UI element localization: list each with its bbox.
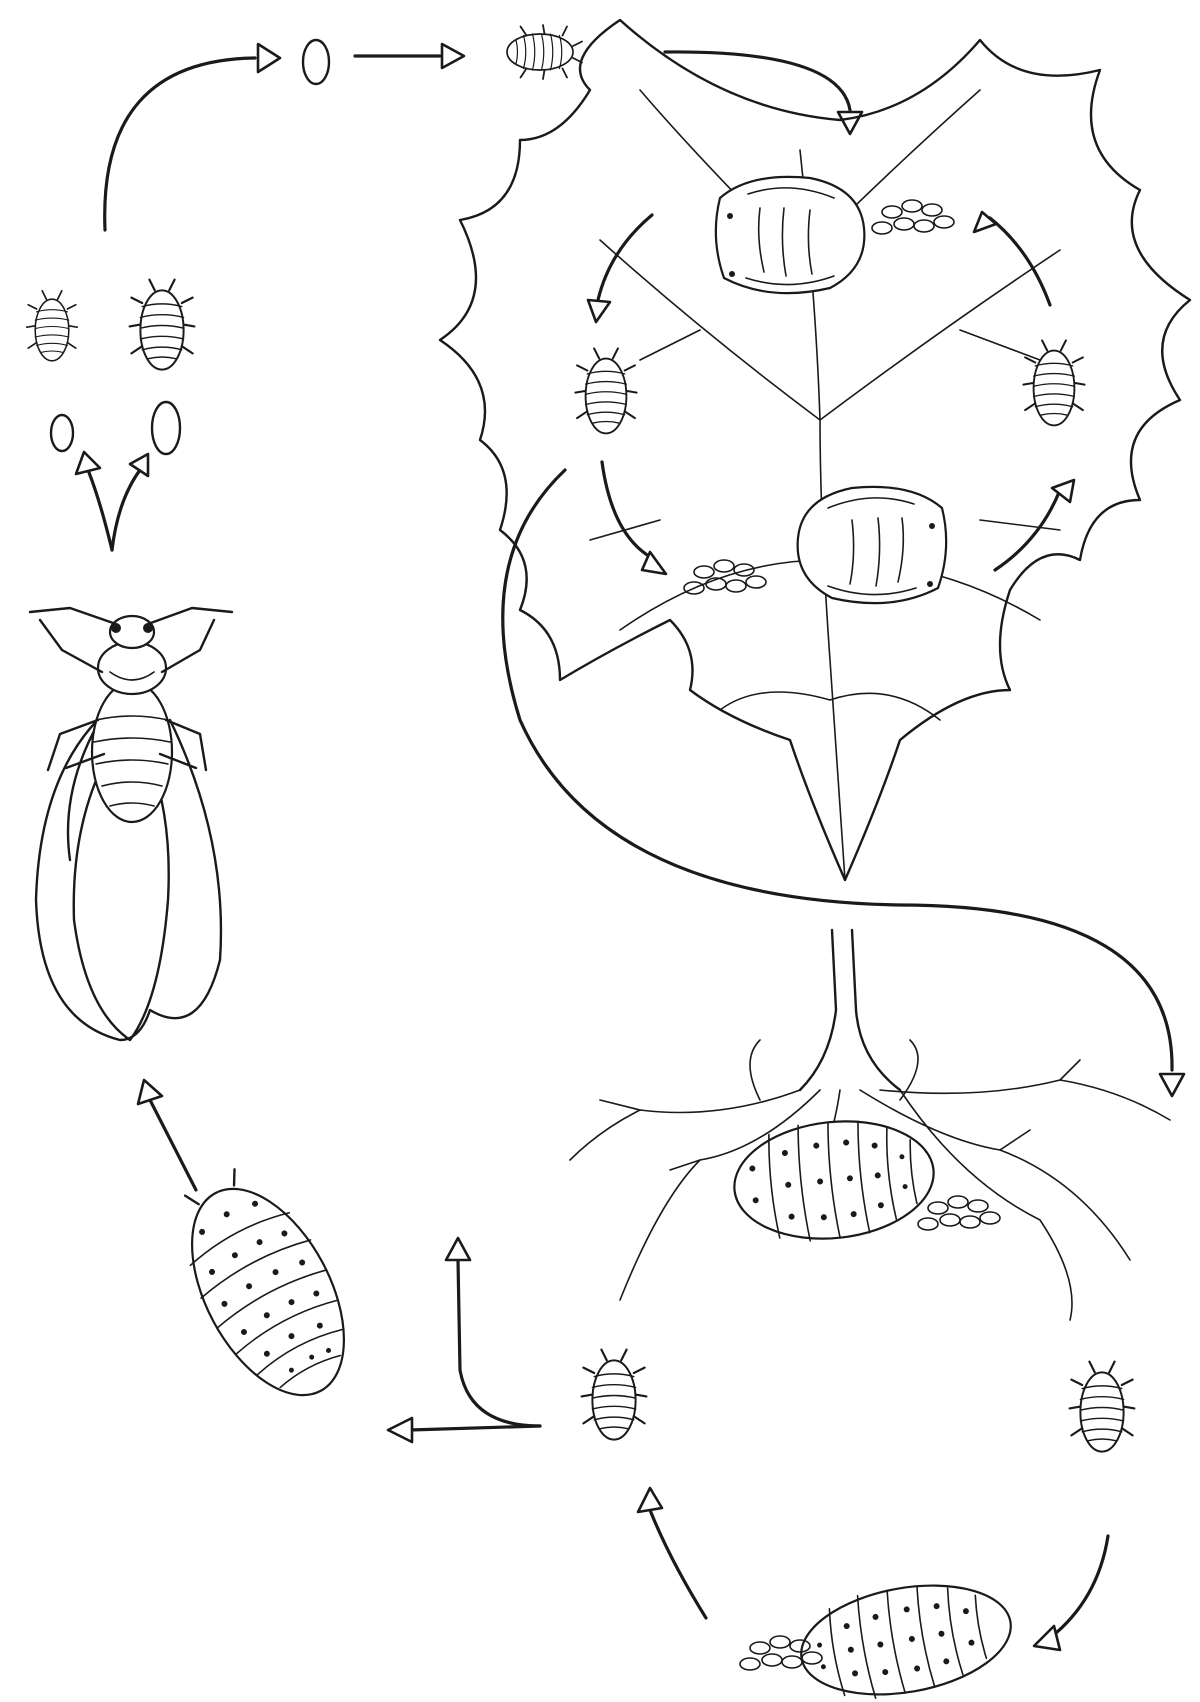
leaf-gall-egg-laying [798, 487, 947, 603]
sexual-eggs [51, 402, 180, 454]
leaf-nymph-left [575, 348, 636, 433]
root-egg-laying-mother [793, 1570, 1020, 1702]
arrow-egg-to-crawler [355, 44, 464, 68]
winged-adult [30, 608, 232, 1040]
arrow-right-nymph-to-gall [974, 212, 1050, 305]
leaf-nymph-right [1023, 340, 1084, 425]
arrow-root-right-down [1034, 1536, 1108, 1650]
arrow-root-nymph-to-left [388, 1418, 540, 1442]
root-nymph-left [582, 1350, 647, 1440]
overwintering-egg [303, 40, 329, 84]
sexual-form-small [27, 291, 77, 361]
arrow-adult-to-eggs-right [112, 454, 148, 550]
arrow-gall-to-right-nymph [995, 480, 1074, 570]
leaf-gall-mother [716, 177, 865, 293]
root-nymph-right [1070, 1362, 1135, 1452]
arrow-root-bottom-to-left [638, 1488, 706, 1618]
arrow-nymphal-to-adult [138, 1080, 196, 1190]
arrow-gall-to-left-nymph [588, 215, 652, 322]
leaf-gall-eggs [872, 200, 954, 234]
arrow-left-up [105, 44, 280, 230]
sexual-form-large [130, 280, 195, 370]
nymphal-stage [155, 1153, 375, 1420]
root-eggs [918, 1196, 1000, 1230]
arrow-root-nymph-up [446, 1238, 540, 1426]
crawler [507, 25, 582, 79]
arrow-adult-to-eggs-left [76, 452, 112, 550]
arrow-crawler-to-leaf [665, 52, 862, 134]
root-mother [728, 1112, 939, 1248]
grape-leaf [440, 20, 1190, 880]
arrow-left-nymph-to-gall [602, 462, 666, 574]
